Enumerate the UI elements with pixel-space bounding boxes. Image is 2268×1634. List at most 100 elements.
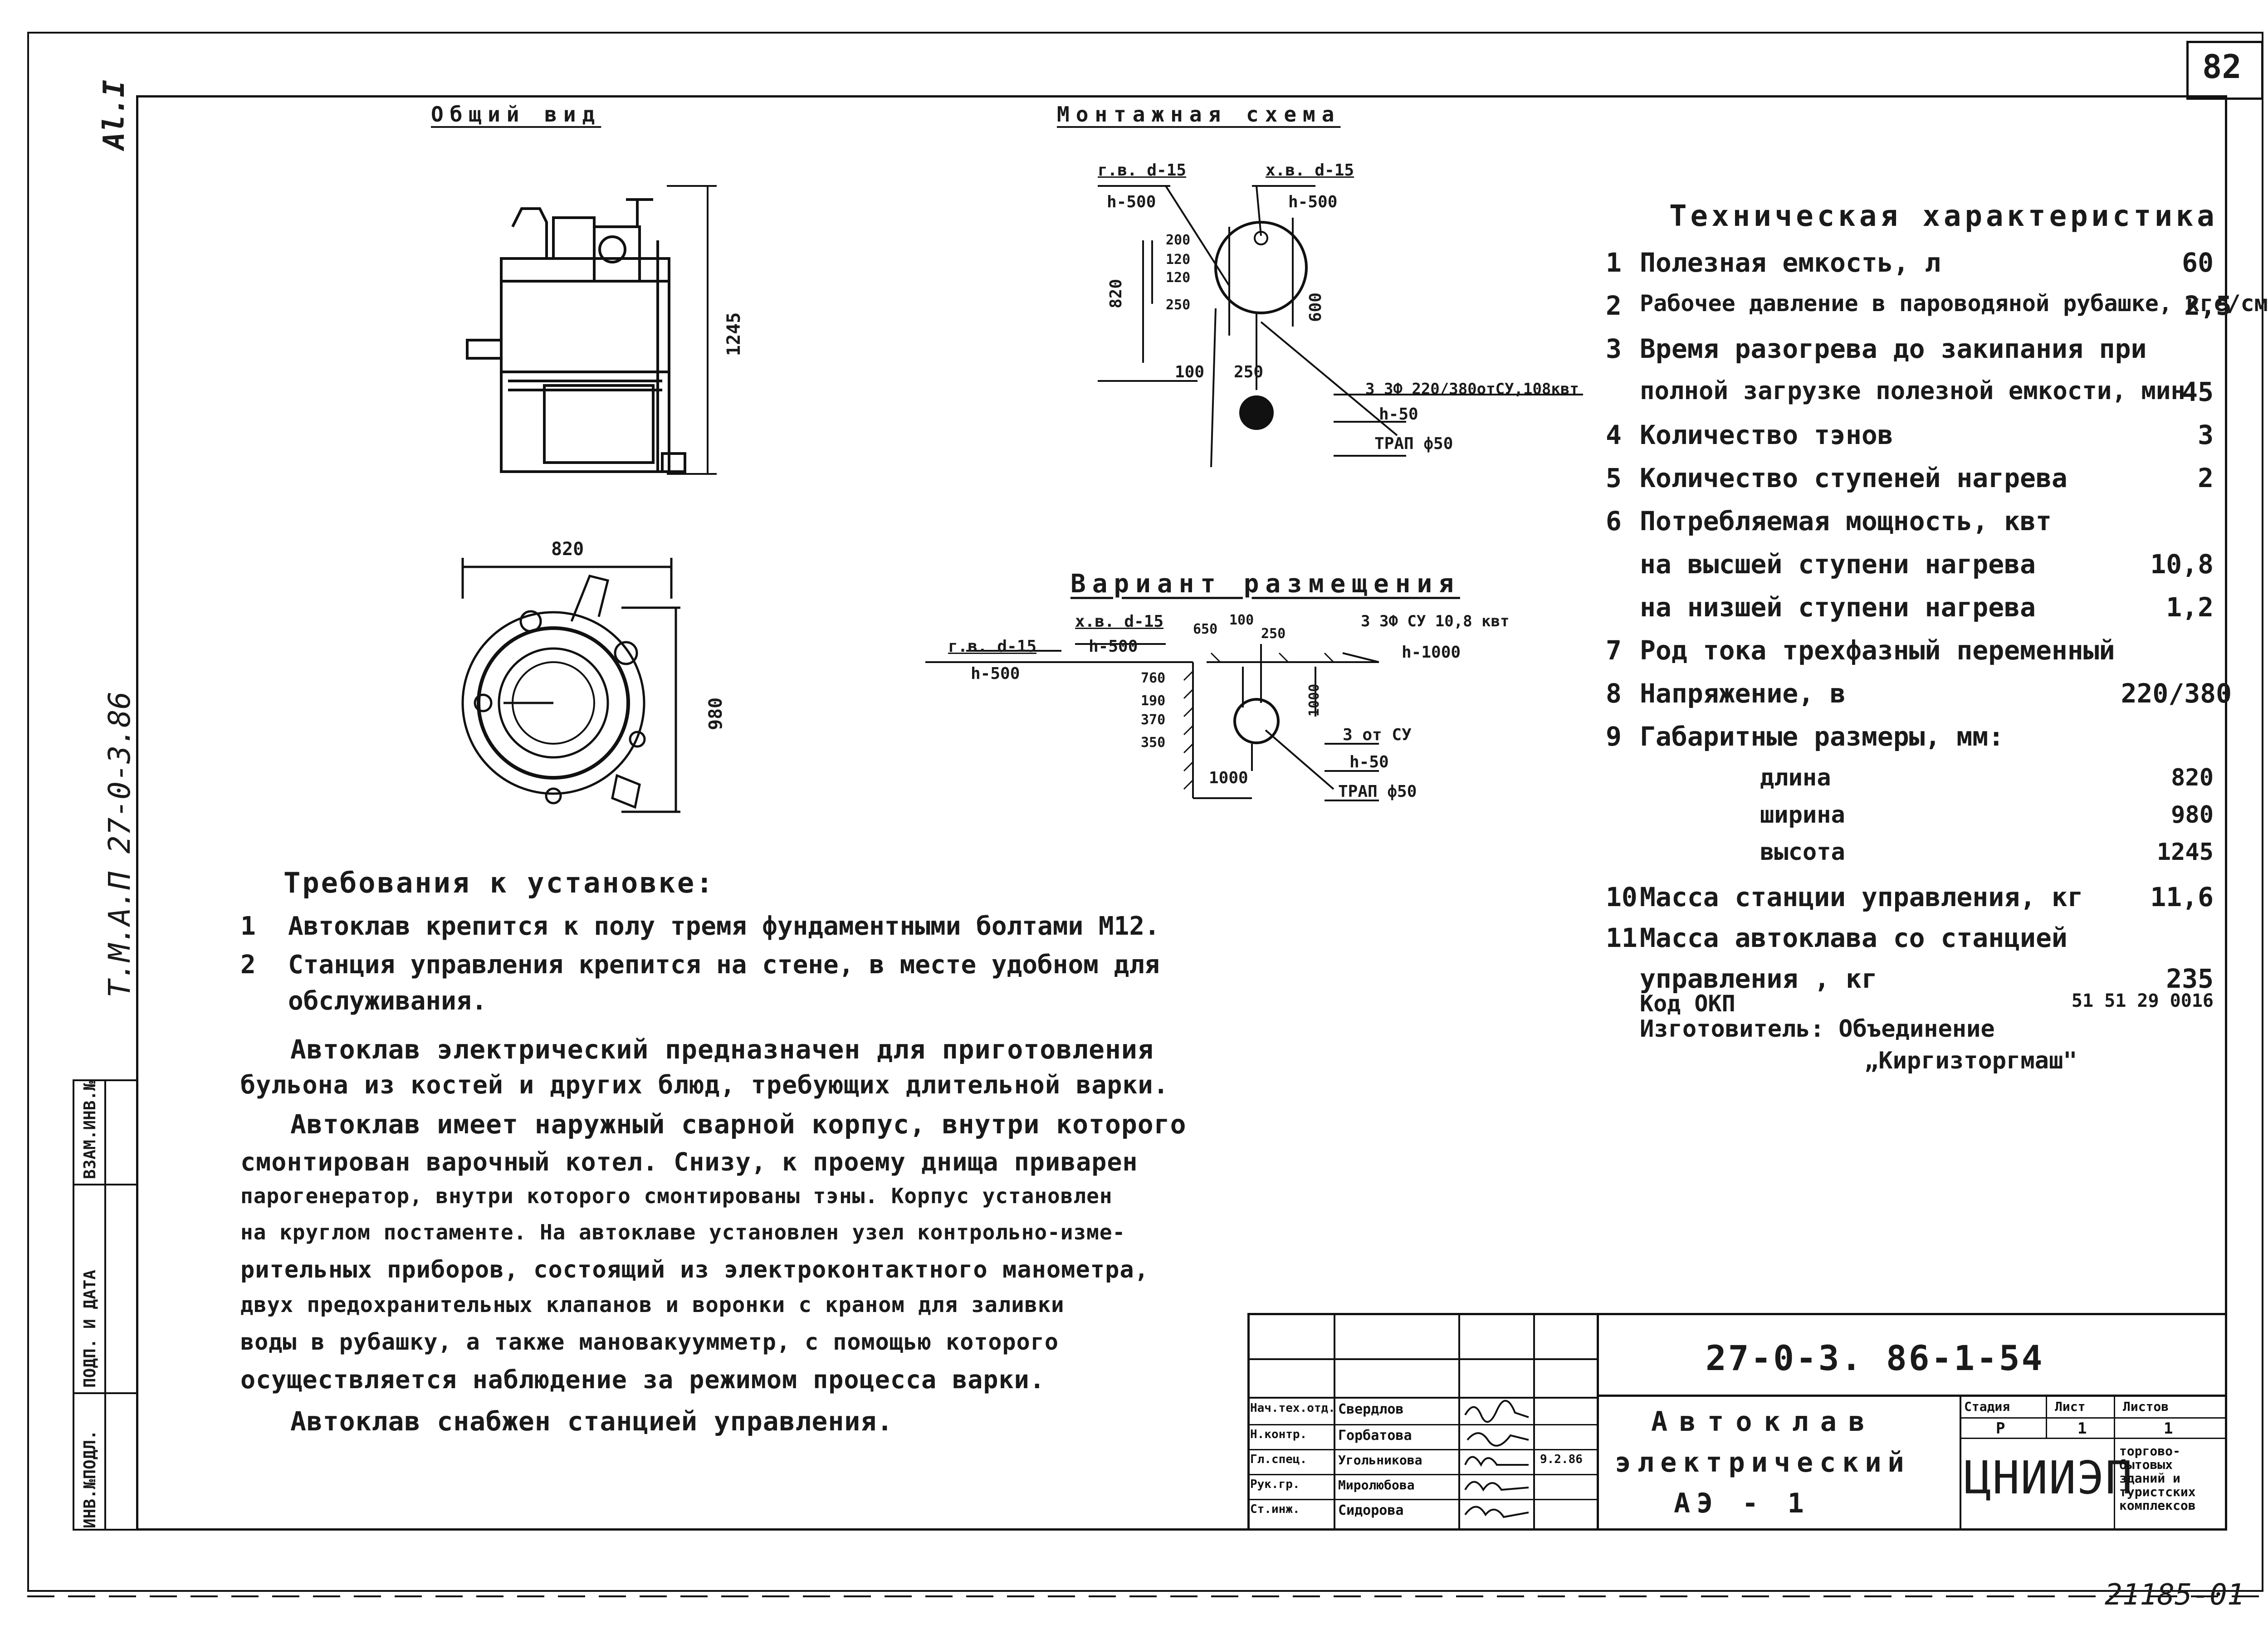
- product-name-2: электрический: [1615, 1447, 1911, 1478]
- tech-dim-row: высота 1245: [1760, 839, 2214, 866]
- tb-line: [2046, 1395, 2047, 1438]
- title-block: [1247, 1313, 2227, 1531]
- sheet-number: 82: [2202, 48, 2242, 86]
- pv-top-dim: 100: [1229, 612, 1254, 628]
- ms-dim: 120: [1166, 252, 1191, 268]
- tech-dim-row: ширина 980: [1760, 801, 2214, 829]
- tech-row: полной загрузке полезной емкости, мин 45: [1640, 376, 2214, 407]
- ms-cold-h: h-500: [1288, 193, 1338, 211]
- pv-hot-h: h-500: [971, 664, 1020, 683]
- dim-width-820: 820: [551, 539, 584, 560]
- tb-line: [1247, 1358, 1597, 1360]
- description-line: смонтирован варочный котел. Снизу, к про…: [240, 1147, 1138, 1176]
- staff-name: Горбатова: [1338, 1428, 1412, 1444]
- footer-number: 21185-01: [2105, 1578, 2245, 1612]
- pv-dim-1000-horizontal: 1000: [1209, 769, 1248, 787]
- description-line: Автоклав электрический предназначен для …: [290, 1034, 1154, 1065]
- tech-row: 11 Масса автоклава со станцией: [1606, 922, 2068, 953]
- description-line: парогенератор, внутри которого смонтиров…: [240, 1184, 1113, 1208]
- staff-role: Нач.тех.отд.: [1250, 1401, 1335, 1415]
- general-view-title: Общий вид: [431, 102, 601, 127]
- stamp-sign-date: ПОДП. И ДАТА: [81, 1269, 99, 1388]
- ms-hot-water: г.в. d-15: [1098, 161, 1187, 180]
- description-line: двух предохранительных клапанов и воронк…: [240, 1293, 1065, 1317]
- tech-row: 5 Количество ступеней нагрева 2: [1606, 463, 2214, 493]
- signatures: [1464, 1400, 1529, 1518]
- description-line: Автоклав снабжен станцией управления.: [290, 1406, 894, 1437]
- description-line: рительных приборов, состоящий из электро…: [240, 1256, 1149, 1283]
- tb-line: [1334, 1313, 1335, 1531]
- stamp-divider: [73, 1184, 138, 1185]
- ms-dim-600: 600: [1306, 292, 1325, 322]
- staff-name: Угольникова: [1338, 1453, 1422, 1468]
- autoclave-front-view: [466, 185, 717, 475]
- sheets-value: 1: [2164, 1419, 2173, 1438]
- ms-dim: 120: [1166, 270, 1191, 286]
- doc-code: 27-0-3. 86-1-54: [1706, 1338, 2044, 1378]
- pv-from-cu: 3 от СУ: [1343, 726, 1412, 744]
- dim-height-1245: 1245: [723, 312, 744, 356]
- tech-row: 6 Потребляемая мощность, квт: [1606, 506, 2052, 537]
- ms-cold-water: х.в. d-15: [1266, 161, 1354, 180]
- outer-frame: [27, 32, 2263, 1592]
- requirement-text: обслуживания.: [288, 986, 487, 1016]
- placement-variant-title: Вариант размещения: [1070, 569, 1460, 599]
- tb-line: [1960, 1438, 2227, 1439]
- staff-name: Свердлов: [1338, 1401, 1404, 1417]
- pv-top-dim: 250: [1261, 626, 1286, 642]
- description-line: Автоклав имеет наружный сварной корпус, …: [290, 1109, 1187, 1140]
- description-line: бульона из костей и других блюд, требующ…: [240, 1070, 1169, 1099]
- stamp-inv-original: ИНВ.№ПОДЛ.: [81, 1430, 99, 1528]
- pv-drain-h: h-50: [1349, 753, 1389, 771]
- requirements-title: Требования к установке:: [284, 866, 715, 899]
- tech-row: управления , кг 235: [1640, 963, 2214, 994]
- format-label: Al.I: [98, 79, 131, 150]
- album-ref: Т.М.А.П 27-0-3.86: [102, 691, 137, 998]
- org-logo: ЦНИИЭП: [1964, 1451, 2134, 1504]
- tb-line: [1247, 1449, 1597, 1450]
- tb-line: [1960, 1417, 2227, 1419]
- pv-hot-water: г.в. d-15: [948, 637, 1037, 656]
- mounting-scheme-title: Монтажная схема: [1057, 102, 1341, 127]
- tb-line: [1597, 1313, 1599, 1531]
- ms-drain: ТРАП ф50: [1374, 434, 1453, 453]
- staff-name: Сидорова: [1338, 1502, 1404, 1518]
- pv-dim-1000-vertical: 1000: [1306, 683, 1322, 717]
- pv-side-dim: 190: [1141, 693, 1166, 709]
- ms-power: 3 3Ф 220/380отСУ,108квт: [1365, 380, 1579, 398]
- sheet-value: 1: [2077, 1419, 2087, 1438]
- maker-row: Изготовитель: Объединение: [1640, 1015, 1995, 1043]
- tech-row: 2 Рабочее давление в пароводяной рубашке…: [1606, 290, 2268, 321]
- stamp-divider: [73, 1392, 138, 1394]
- org-description: торгово-бытовых зданий и туристских комп…: [2119, 1444, 2196, 1513]
- staff-role: Гл.спец.: [1250, 1453, 1307, 1466]
- tech-row: на высшей ступени нагрева 10,8: [1640, 549, 2214, 580]
- ms-dim: 200: [1166, 232, 1191, 248]
- staff-role: Рук.гр.: [1250, 1478, 1300, 1491]
- tech-row: на низшей ступени нагрева 1,2: [1640, 592, 2214, 623]
- ms-hot-h: h-500: [1107, 193, 1156, 211]
- tb-line: [1533, 1313, 1535, 1531]
- staff-role: Ст.инж.: [1250, 1502, 1300, 1516]
- placement-variant-drawing: [925, 643, 1379, 801]
- ms-dim-250: 250: [1234, 363, 1264, 381]
- sheet-number-box: [2186, 41, 2263, 100]
- tb-line: [1247, 1424, 1597, 1425]
- description-line: осуществляется наблюдение за режимом про…: [240, 1365, 1045, 1394]
- tech-dim-row: длина 820: [1760, 764, 2214, 791]
- pv-drain: ТРАП ф50: [1338, 782, 1417, 801]
- pv-top-dim: 650: [1193, 621, 1218, 637]
- requirement-num: 2: [240, 950, 256, 980]
- ms-dim-100: 100: [1175, 363, 1205, 381]
- pv-side-dim: 350: [1141, 735, 1166, 751]
- tb-line: [1247, 1474, 1597, 1475]
- okp-row: Код ОКП 51 51 29 0016: [1640, 990, 2214, 1017]
- stamp-divider: [104, 1079, 106, 1531]
- tb-line: [1597, 1395, 2227, 1397]
- staff-role: Н.контр.: [1250, 1428, 1307, 1441]
- tech-title: Техническая характеристика: [1669, 200, 2218, 233]
- requirement-num: 1: [240, 912, 256, 941]
- tech-row: 1 Полезная емкость, л 60: [1606, 247, 2214, 278]
- tech-row: 10 Масса станции управления, кг 11,6: [1606, 882, 2214, 912]
